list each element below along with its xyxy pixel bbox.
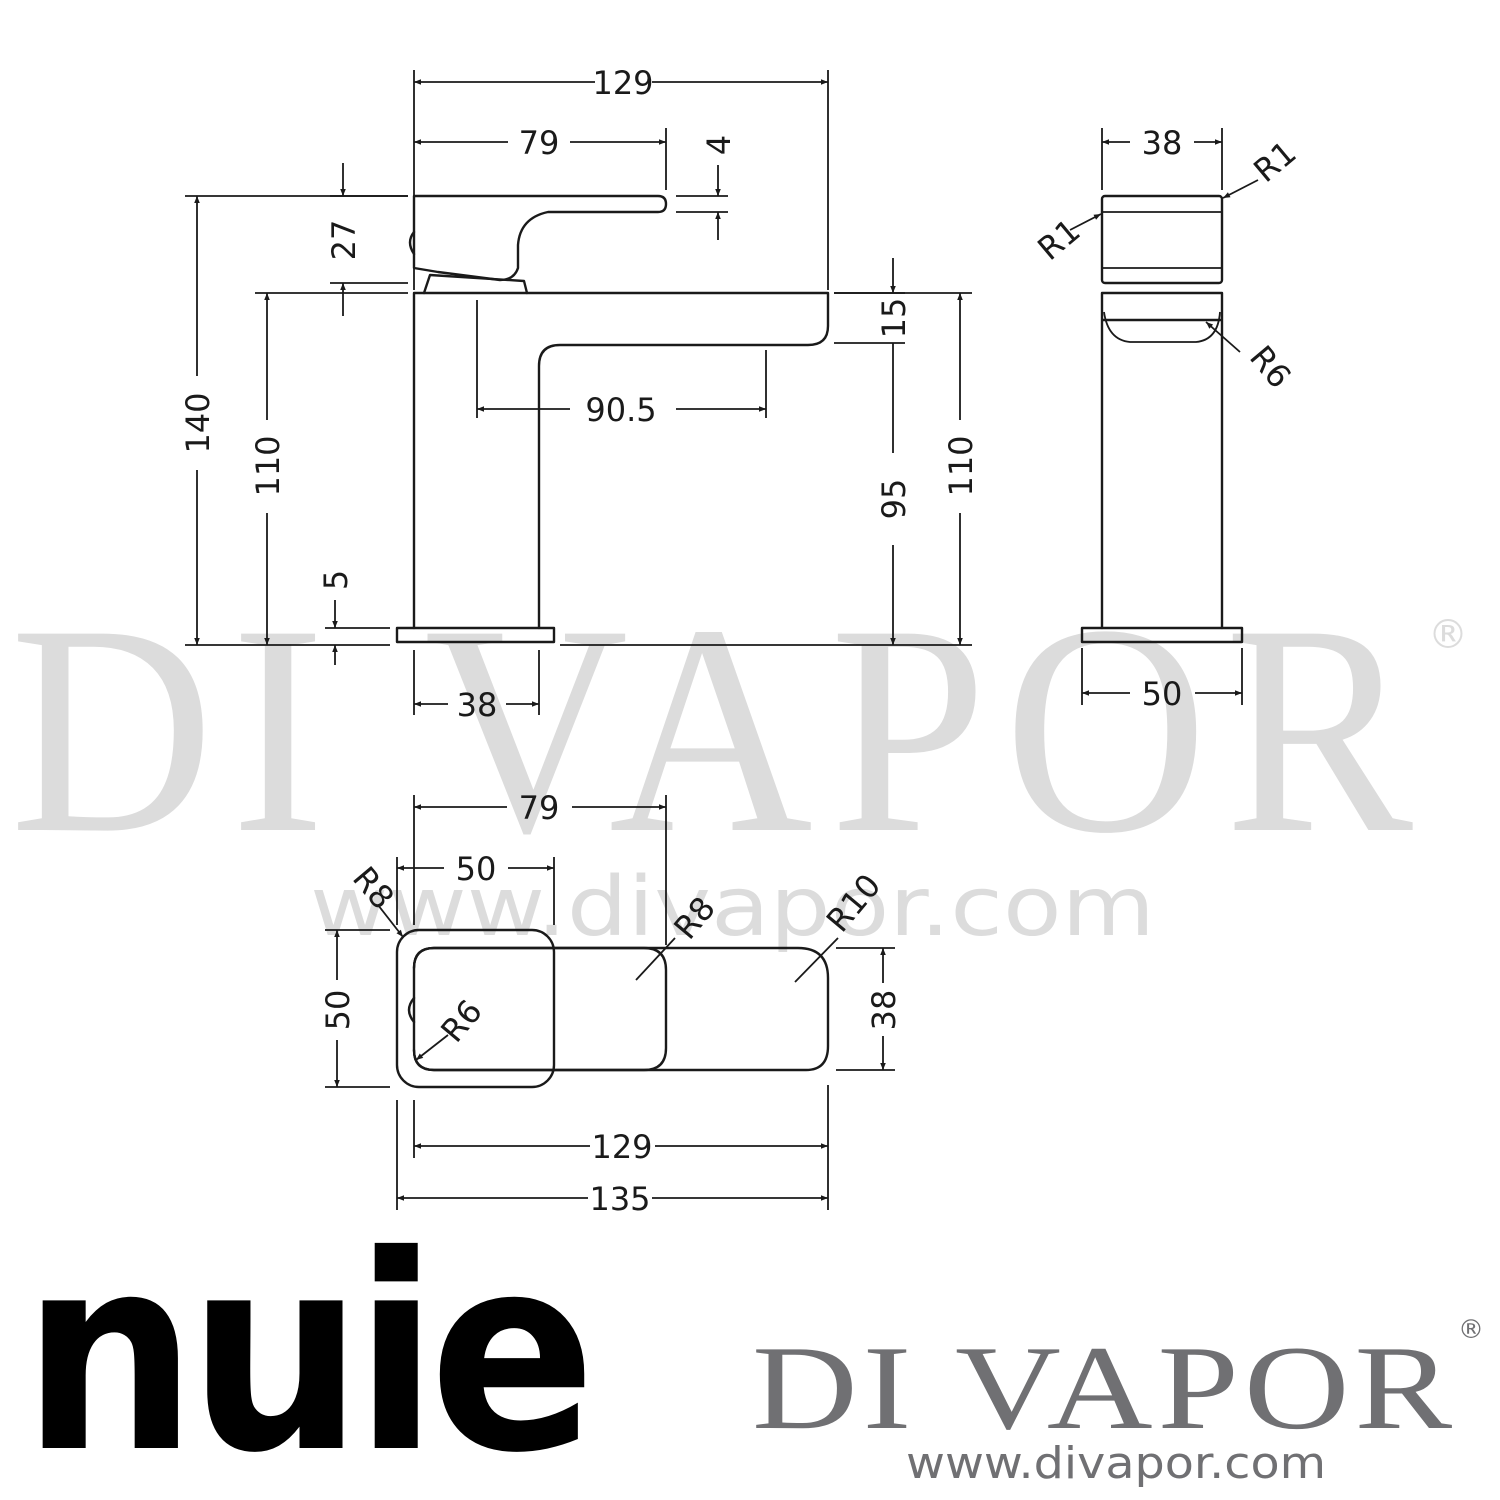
dim-side-right-height: 110 <box>942 435 980 496</box>
end-lever-block <box>1100 194 1224 285</box>
side-lever <box>412 194 668 282</box>
dim-side-overall-length: 129 <box>592 64 653 102</box>
divapor-logo-url: www.divapor.com <box>906 1438 1326 1489</box>
dim-plan-lever-width: 50 <box>456 850 497 888</box>
watermark-name: DI VAPOR <box>10 563 1430 895</box>
side-lever-neck <box>422 273 529 295</box>
side-view: 129 79 4 27 140 110 90.5 <box>179 64 980 724</box>
watermark: DI VAPOR ® www.divapor.com <box>10 563 1468 955</box>
nuie-logo-text: nuie <box>22 1197 587 1500</box>
divapor-logo: DI VAPOR ® www.divapor.com <box>752 1315 1484 1489</box>
dim-plan-spout-width: 38 <box>865 990 903 1031</box>
dim-side-body-height: 110 <box>249 435 287 496</box>
dim-side-total-height: 140 <box>179 392 217 453</box>
dim-plan-lever-length: 79 <box>519 789 560 827</box>
dim-end-top-width: 38 <box>1142 124 1183 162</box>
dim-side-spout-thickness: 15 <box>875 298 913 339</box>
side-base-plate <box>395 626 556 644</box>
dim-side-lever-height: 27 <box>325 220 363 261</box>
dim-side-base-thickness: 5 <box>317 570 355 590</box>
watermark-url: www.divapor.com <box>310 860 1155 955</box>
dim-plan-overall-length: 135 <box>589 1180 650 1218</box>
dim-side-spout-projection: 90.5 <box>585 391 656 429</box>
plan-lever <box>412 946 668 1072</box>
plan-base-plate <box>395 928 556 1089</box>
side-body-outline <box>412 291 830 630</box>
end-base-plate <box>1080 626 1244 644</box>
dim-side-lever-thickness: 4 <box>700 135 738 155</box>
divapor-logo-registered-mark: ® <box>1458 1315 1484 1345</box>
dim-plan-base-depth: 50 <box>319 990 357 1031</box>
dim-end-base-width: 50 <box>1142 675 1183 713</box>
plan-lever-pivot <box>407 996 416 1024</box>
divapor-logo-name: DI VAPOR <box>752 1321 1457 1454</box>
dim-side-lever-length: 79 <box>519 124 560 162</box>
dim-end-radius-top-left: R1 <box>1030 211 1087 267</box>
dim-side-outlet-height: 95 <box>875 479 913 520</box>
watermark-registered-mark: ® <box>1428 612 1468 658</box>
dim-side-base-width: 38 <box>457 686 498 724</box>
end-body <box>1100 291 1224 630</box>
dim-end-radius-body: R6 <box>1242 338 1298 395</box>
nuie-logo: nuie <box>22 1197 597 1500</box>
dim-plan-spout-length: 129 <box>591 1128 652 1166</box>
side-lever-pivot <box>408 230 416 256</box>
